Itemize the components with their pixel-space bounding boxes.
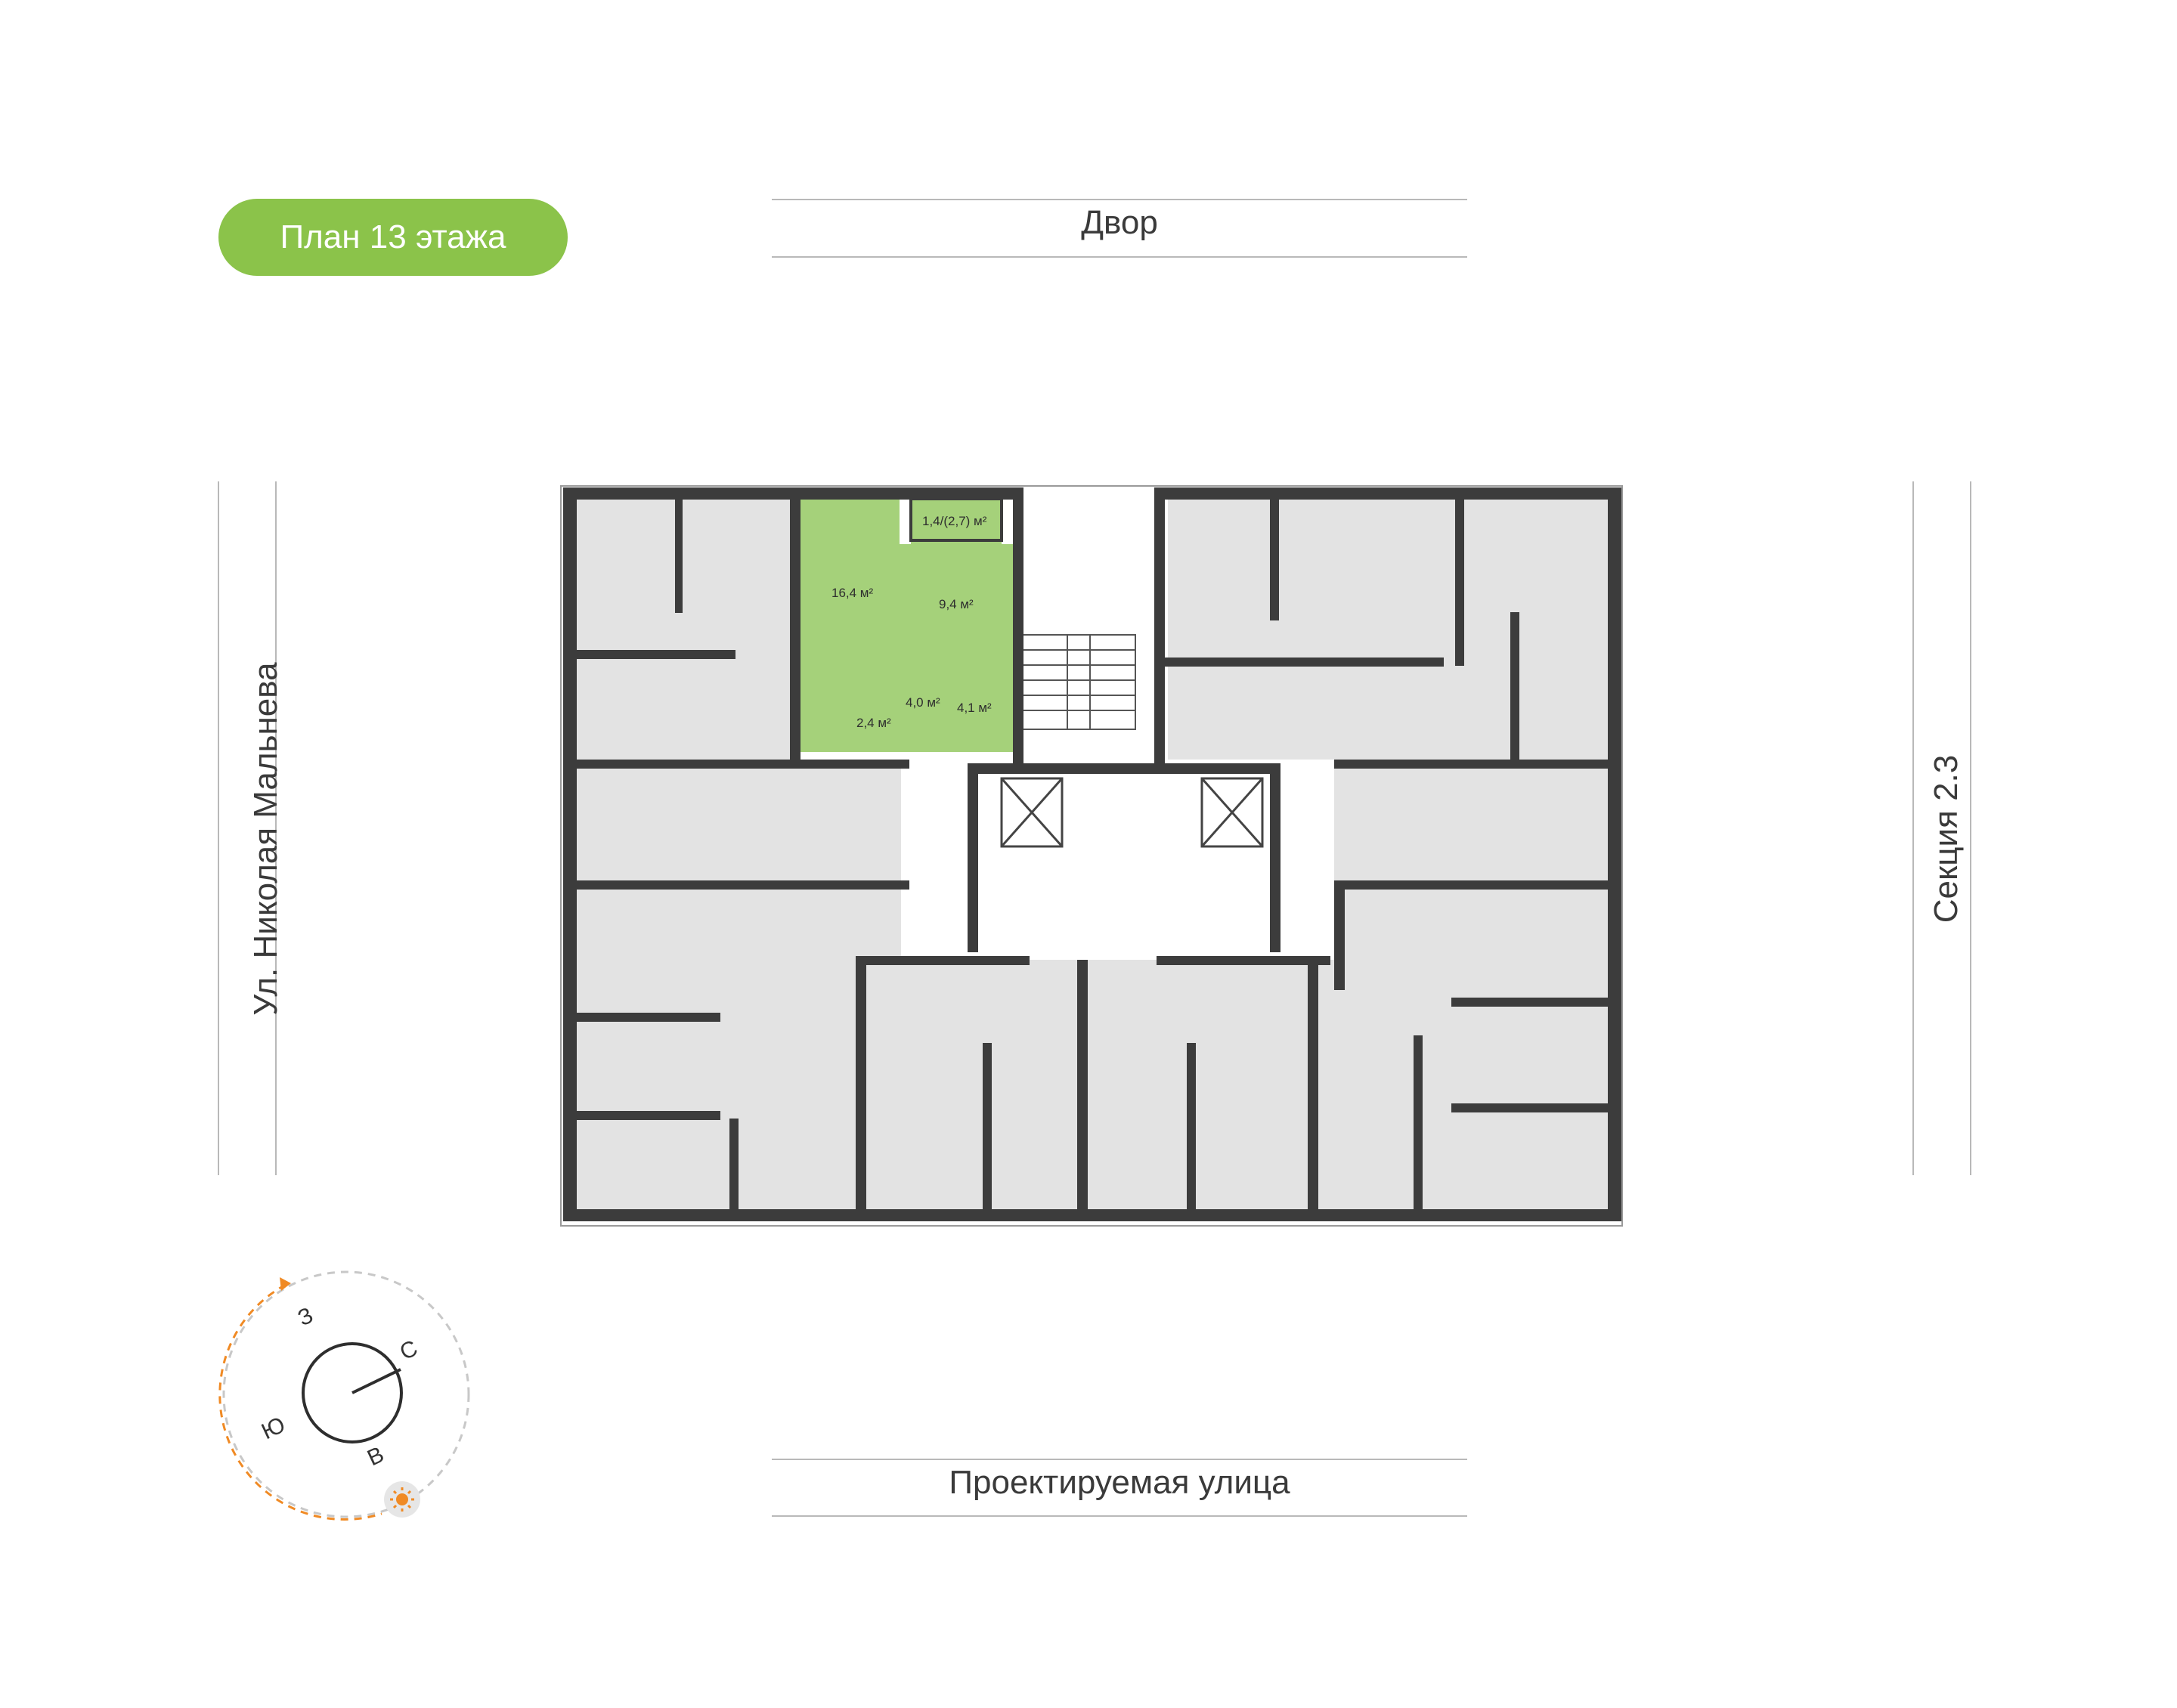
- building-outline: [560, 485, 1623, 1227]
- room-bath: [949, 658, 1013, 752]
- apartment-se: [1334, 884, 1610, 1213]
- street-top-label: Двор: [1081, 204, 1158, 241]
- room-storage-area: 2,4 м²: [856, 716, 891, 730]
- room-bath-area: 4,1 м²: [957, 701, 992, 715]
- room-hall-area: 4,0 м²: [906, 695, 940, 710]
- street-left-line-inner: [275, 481, 277, 1175]
- compass-south: Ю: [258, 1413, 289, 1445]
- section-right-line-outer: [1970, 481, 1971, 1175]
- section-right-line-inner: [1912, 481, 1914, 1175]
- elevators: [1000, 777, 1264, 848]
- compass: З С Ю В: [218, 1270, 470, 1521]
- street-bottom-line-lower: [772, 1515, 1467, 1517]
- street-top-line-lower: [772, 256, 1467, 258]
- room-kitchen-area: 9,4 м²: [939, 597, 974, 611]
- apartment-w1: [576, 763, 901, 884]
- street-left-line-outer: [218, 481, 219, 1175]
- room-kitchen: [900, 544, 1013, 658]
- floor-label-badge: План 13 этажа: [218, 199, 568, 276]
- street-bottom-line-upper: [772, 1459, 1467, 1460]
- apartment-s2: [1082, 960, 1313, 1213]
- sun-icon: [384, 1481, 420, 1518]
- balcony-outline: [909, 497, 1003, 542]
- room-hall-storage: [839, 658, 949, 752]
- compass-orbit: [222, 1270, 470, 1518]
- walls: [563, 487, 1621, 1221]
- stair-core: [1013, 491, 1164, 763]
- compass-needle: [351, 1368, 401, 1394]
- apartment-sw: [576, 1035, 856, 1213]
- room-balcony-area: 1,4/(2,7) м²: [922, 514, 987, 528]
- compass-east: В: [364, 1442, 388, 1471]
- street-bottom-label: Проектируемая улица: [949, 1464, 1290, 1501]
- sun-path: [218, 1283, 382, 1521]
- room-balcony: [911, 499, 1002, 544]
- street-top-line-upper: [772, 199, 1467, 200]
- apartment-nw: [576, 499, 795, 763]
- apartment-w2: [576, 884, 901, 1035]
- highlighted-unit: [795, 499, 1013, 752]
- sun-path-arrow: [280, 1277, 291, 1291]
- apartment-ne-bath: [1168, 665, 1334, 760]
- apartment-ne: [1168, 499, 1610, 665]
- room-living-area: 16,4 м²: [831, 586, 873, 600]
- apartment-s1: [856, 960, 1082, 1213]
- compass-north: С: [396, 1335, 422, 1365]
- apartments-grey: [576, 499, 1610, 1213]
- compass-west: З: [294, 1303, 317, 1332]
- apartment-e1: [1334, 665, 1610, 884]
